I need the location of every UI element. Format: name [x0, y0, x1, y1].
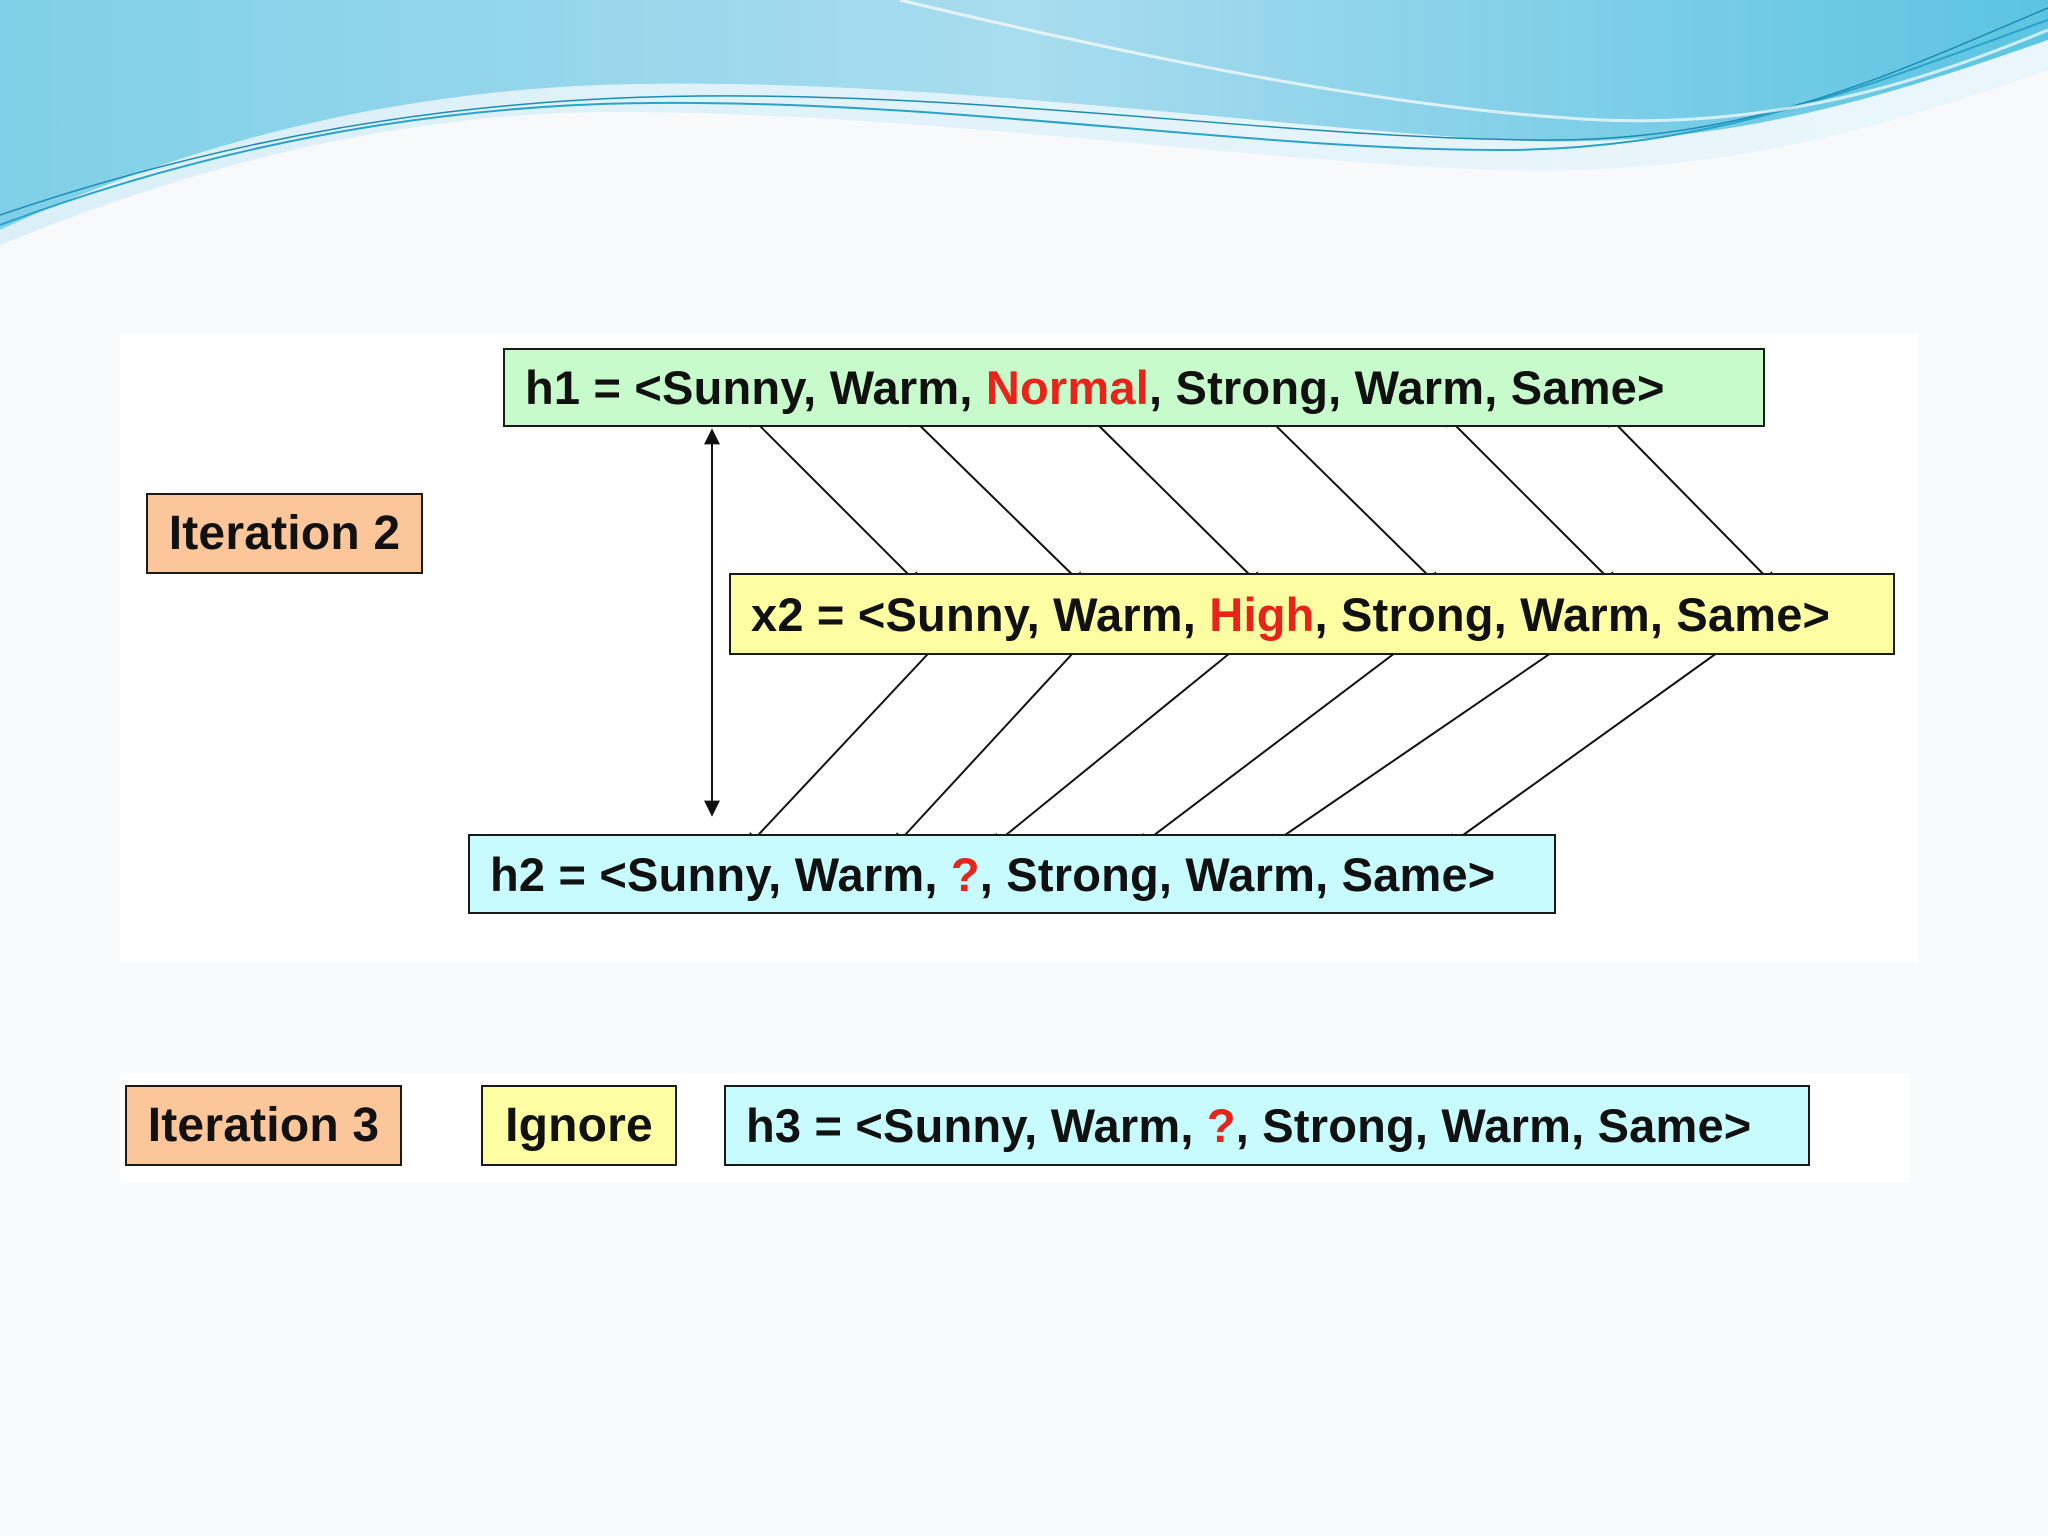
x2-suffix: , Strong, Warm, Same> — [1315, 587, 1831, 642]
h1-suffix: , Strong, Warm, Same> — [1149, 360, 1665, 415]
x2-box: x2 = <Sunny, Warm, High, Strong, Warm, S… — [729, 573, 1895, 655]
arrow-h1-x2-2 — [906, 412, 1085, 587]
h1-highlight: Normal — [986, 360, 1149, 415]
iteration3-label-text: Iteration 3 — [148, 1098, 380, 1153]
h3-prefix: h3 = <Sunny, Warm, — [746, 1098, 1207, 1153]
arrow-h1-x2-3 — [1085, 412, 1262, 587]
h2-highlight: ? — [951, 847, 980, 902]
h1-box: h1 = <Sunny, Warm, Normal, Strong, Warm,… — [503, 348, 1765, 427]
iteration3-label: Iteration 3 — [125, 1085, 402, 1166]
arrow-x2-h2-4 — [1137, 640, 1412, 848]
arrow-h1-x2-1 — [746, 412, 921, 587]
iteration2-label: Iteration 2 — [146, 493, 423, 574]
iteration2-label-text: Iteration 2 — [169, 506, 401, 561]
h3-box: h3 = <Sunny, Warm, ?, Strong, Warm, Same… — [724, 1085, 1810, 1166]
h2-suffix: , Strong, Warm, Same> — [980, 847, 1496, 902]
arrow-x2-h2-2 — [893, 640, 1085, 848]
arrow-h1-x2-4 — [1262, 412, 1440, 587]
x2-prefix: x2 = <Sunny, Warm, — [751, 587, 1209, 642]
x2-highlight: High — [1209, 587, 1314, 642]
h2-box: h2 = <Sunny, Warm, ?, Strong, Warm, Same… — [468, 834, 1556, 914]
arrow-x2-h2-3 — [990, 640, 1246, 848]
arrow-x2-h2-5 — [1266, 640, 1570, 848]
ignore-box: Ignore — [481, 1085, 677, 1166]
arrow-x2-h2-6 — [1445, 640, 1735, 848]
h3-suffix: , Strong, Warm, Same> — [1236, 1098, 1752, 1153]
ignore-text: Ignore — [505, 1098, 653, 1153]
arrow-h1-x2-5 — [1442, 412, 1617, 587]
arrow-x2-h2-1 — [746, 640, 941, 848]
arrow-h1-x2-6 — [1604, 412, 1776, 587]
h3-highlight: ? — [1207, 1098, 1236, 1153]
h2-prefix: h2 = <Sunny, Warm, — [490, 847, 951, 902]
h1-prefix: h1 = <Sunny, Warm, — [525, 360, 986, 415]
